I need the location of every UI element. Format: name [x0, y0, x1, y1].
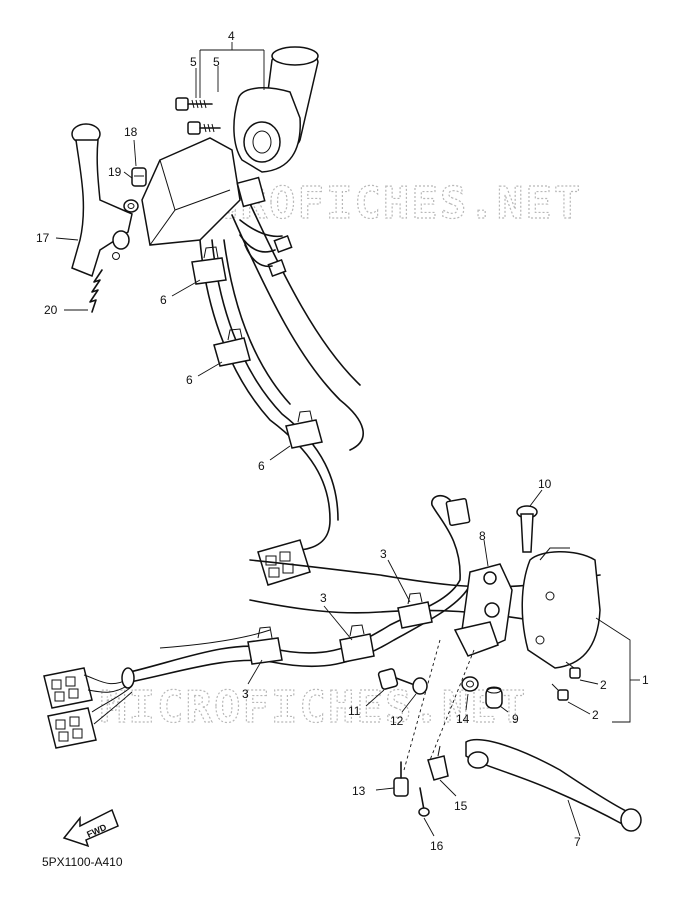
callout-6-a: 6 — [160, 293, 167, 307]
cable-clamp-3-right — [397, 592, 433, 629]
callout-18: 18 — [124, 125, 138, 139]
leader-lines — [55, 42, 640, 837]
bolt-11 — [377, 668, 413, 690]
callout-labels: 4 5 5 18 19 17 20 6 6 6 10 8 3 3 3 1 2 2… — [36, 29, 649, 853]
spring-20 — [89, 269, 103, 313]
callout-16: 16 — [430, 839, 444, 853]
callout-12: 12 — [390, 714, 404, 728]
cable-clamp-6-low — [285, 410, 323, 449]
callout-14: 14 — [456, 712, 470, 726]
switch-block-left — [141, 137, 266, 246]
switch-connectors — [239, 219, 293, 277]
switch-housing-right — [521, 547, 601, 669]
callout-2-a: 2 — [600, 678, 607, 692]
callout-1: 1 — [642, 673, 649, 687]
callout-5-b: 5 — [213, 55, 220, 69]
nut-14 — [461, 676, 479, 692]
callout-20: 20 — [44, 303, 58, 317]
callout-17: 17 — [36, 231, 50, 245]
washer-12 — [412, 677, 428, 695]
lever-holder-8 — [453, 563, 513, 657]
callout-3-c: 3 — [242, 687, 249, 701]
connector-right-small — [445, 498, 471, 526]
callout-7: 7 — [574, 835, 581, 849]
screw-16 — [418, 787, 430, 817]
wire-bundle — [83, 667, 135, 725]
lever-17 — [71, 123, 133, 277]
callout-13: 13 — [352, 784, 366, 798]
screw-2-lower — [551, 683, 569, 701]
switch-housing-left — [233, 87, 301, 173]
callout-10: 10 — [538, 477, 552, 491]
handlebar-left — [231, 194, 364, 451]
screw-2-upper — [565, 661, 581, 679]
lever-7 — [465, 738, 642, 832]
diagram-code: 5PX1100-A410 — [42, 855, 123, 869]
callout-5-a: 5 — [190, 55, 197, 69]
cable-clamp-3-left — [247, 626, 283, 665]
callout-8: 8 — [479, 529, 486, 543]
callout-6-c: 6 — [258, 459, 265, 473]
bolt-5-a — [175, 97, 213, 111]
cable-clamp-6-mid — [213, 328, 251, 367]
cable-clamp-6-top — [191, 246, 227, 285]
bolt-10 — [516, 505, 538, 553]
bolt-5-b — [187, 121, 221, 135]
cable-clamp-3-mid — [339, 624, 375, 663]
watermark-bottom: MICROFICHES.NET — [100, 682, 527, 733]
callout-3-a: 3 — [380, 547, 387, 561]
bolt-13 — [393, 761, 409, 797]
nut-19 — [123, 199, 139, 213]
callout-11: 11 — [348, 704, 361, 718]
switch-15 — [427, 745, 449, 781]
connector-left-lower-a — [43, 667, 93, 709]
callout-4: 4 — [228, 29, 235, 43]
screw-18 — [131, 167, 147, 187]
callout-3-b: 3 — [320, 591, 327, 605]
cable-right — [129, 494, 471, 683]
callout-9: 9 — [512, 712, 519, 726]
connector-left-upper — [257, 539, 311, 586]
callout-2-b: 2 — [592, 708, 599, 722]
callout-19: 19 — [108, 165, 122, 179]
fwd-arrow-icon: FWD — [62, 808, 119, 848]
cable-left — [199, 239, 339, 551]
callout-15: 15 — [454, 799, 468, 813]
connector-left-lower-b — [47, 707, 97, 749]
callout-6-b: 6 — [186, 373, 193, 387]
collar-9 — [485, 686, 503, 709]
